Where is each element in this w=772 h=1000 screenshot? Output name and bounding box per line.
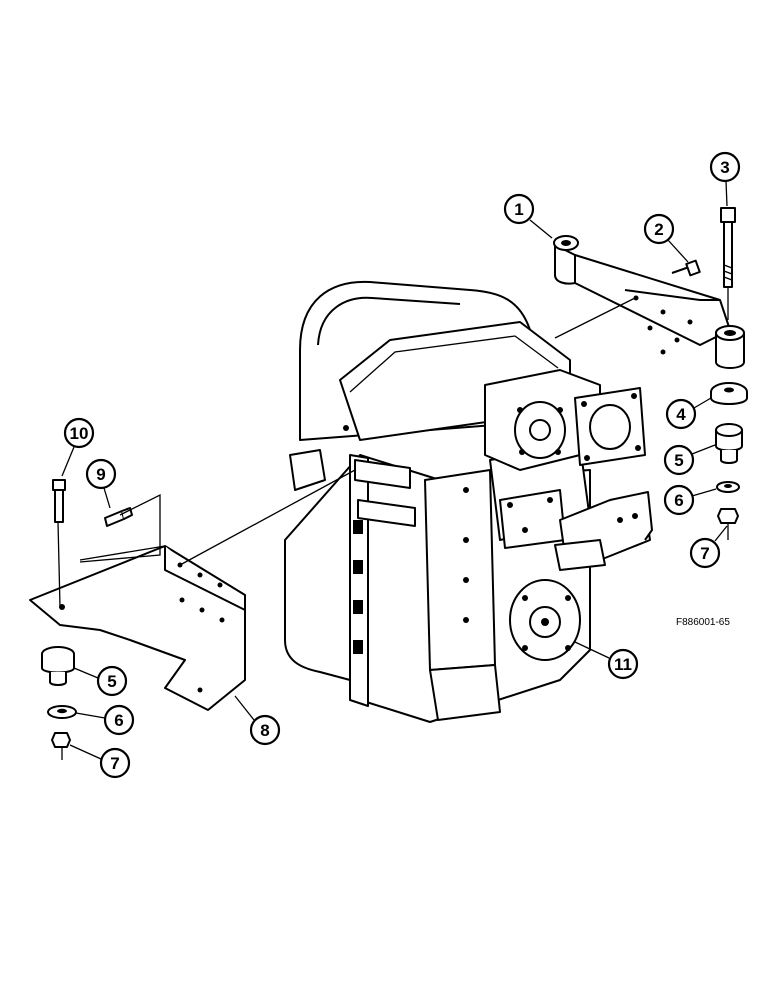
rear-long-bolt bbox=[52, 479, 66, 523]
figure-reference: F886001-65 bbox=[676, 617, 730, 628]
front-mount-bracket bbox=[553, 235, 745, 369]
svg-text:11: 11 bbox=[614, 655, 632, 674]
svg-text:9: 9 bbox=[96, 465, 105, 484]
svg-text:7: 7 bbox=[700, 544, 709, 563]
long-mount-bolt bbox=[720, 207, 736, 288]
svg-text:6: 6 bbox=[674, 491, 683, 510]
svg-text:4: 4 bbox=[676, 405, 686, 424]
callout-9: 9 bbox=[85, 458, 117, 509]
svg-text:5: 5 bbox=[674, 451, 683, 470]
right-mount-isolators bbox=[710, 382, 748, 524]
callout-4: 4 bbox=[665, 397, 712, 430]
svg-text:3: 3 bbox=[720, 158, 729, 177]
svg-text:6: 6 bbox=[114, 711, 123, 730]
svg-text:1: 1 bbox=[514, 200, 523, 219]
assembly-leader-lines bbox=[57, 287, 729, 760]
svg-text:10: 10 bbox=[70, 424, 89, 443]
callout-11: 11 bbox=[574, 641, 639, 680]
callout-6-right: 6 bbox=[663, 484, 717, 516]
left-mount-isolators bbox=[41, 646, 77, 748]
bracket-bolt bbox=[671, 259, 701, 277]
callout-7-left: 7 bbox=[69, 744, 131, 779]
callout-3: 3 bbox=[709, 151, 741, 207]
callout-10: 10 bbox=[61, 417, 95, 477]
svg-text:8: 8 bbox=[260, 721, 269, 740]
callout-6-left: 6 bbox=[75, 704, 135, 736]
callout-7-right: 7 bbox=[689, 525, 728, 569]
transmission-housing bbox=[284, 280, 653, 723]
callout-5-right: 5 bbox=[663, 444, 716, 476]
svg-text:5: 5 bbox=[107, 672, 116, 691]
callout-1: 1 bbox=[503, 193, 553, 239]
svg-text:2: 2 bbox=[654, 220, 663, 239]
callout-8: 8 bbox=[234, 695, 281, 746]
svg-text:7: 7 bbox=[110, 754, 119, 773]
callout-5-left: 5 bbox=[73, 665, 128, 697]
callout-2: 2 bbox=[643, 213, 689, 263]
